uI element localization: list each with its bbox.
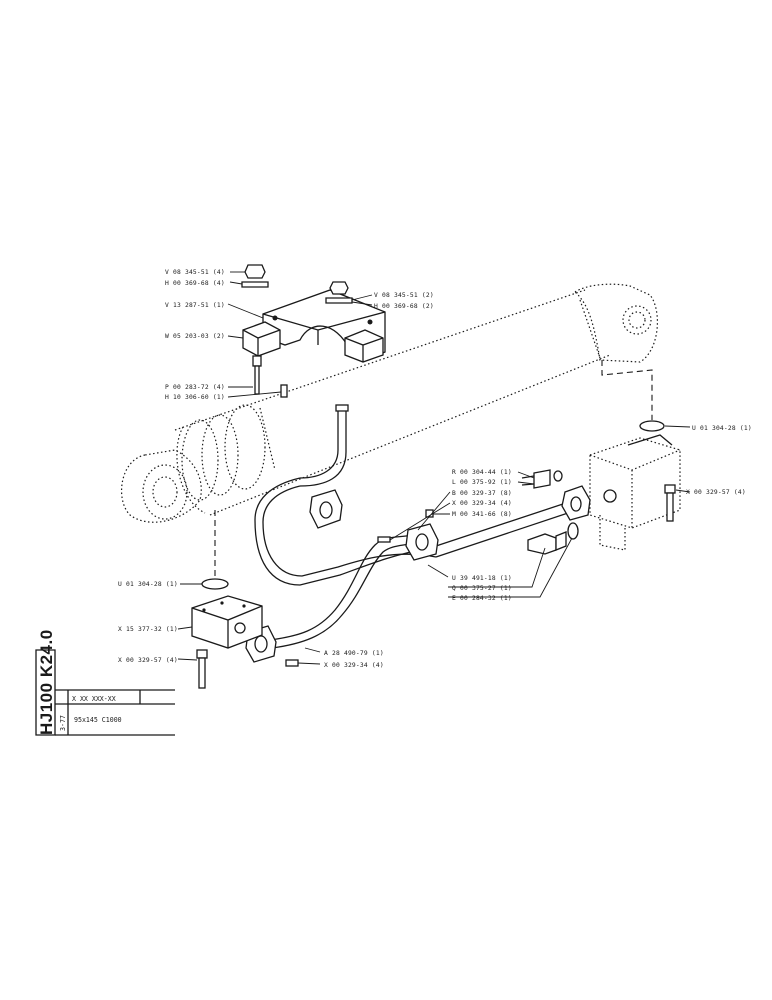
clamp-assembly	[241, 264, 386, 398]
label-v08345-51-right: V 08 345-51 (2)	[374, 292, 434, 299]
label-v13287-51: V 13 287-51 (1)	[165, 302, 225, 309]
valve-block-left	[191, 595, 263, 649]
cylinder-size: 95x145 C1000	[74, 716, 122, 724]
label-h00369-68-top: H 00 369-68 (4)	[165, 280, 225, 287]
label-h00369-68-right: H 00 369-68 (2)	[374, 303, 434, 310]
o-ring-left	[201, 578, 229, 590]
label-x00329-57-left: X 00 329-57 (4)	[118, 657, 178, 664]
label-h10306-60: H 10 306-60 (1)	[165, 394, 225, 401]
label-l00375-92: L 00 375-92 (1)	[452, 479, 512, 486]
label-a28490-79: A 28 490-79 (1)	[324, 650, 384, 657]
label-q00375-27: Q 00 375-27 (1)	[452, 585, 512, 592]
bolt-left	[196, 649, 208, 689]
label-x00329-34-mid: X 00 329-34 (4)	[452, 500, 512, 507]
label-x15377-32: X 15 377-32 (1)	[118, 626, 178, 633]
model-title: HJ100 K24.0	[37, 629, 56, 735]
fitting-lower	[527, 522, 579, 555]
label-x00329-34-bottom: X 00 329-34 (4)	[324, 662, 384, 669]
cylinder-body	[121, 283, 659, 523]
label-e00284-32: E 00 284-32 (1)	[452, 595, 512, 602]
tube-a28	[269, 534, 415, 649]
vertical-tube	[299, 410, 339, 479]
code-pattern: X XX XXX-XX	[72, 695, 116, 703]
centerline-right	[601, 360, 653, 420]
tube-u39	[254, 477, 581, 586]
date-code: 3-77	[59, 715, 67, 731]
label-u39491-18: U 39 491-18 (1)	[452, 575, 512, 582]
label-u01304-28-left: U 01 304-28 (1)	[118, 581, 178, 588]
leader-lines	[177, 271, 691, 665]
label-p00283-72: P 00 283-72 (4)	[165, 384, 225, 391]
tube-fitting-top	[335, 404, 349, 412]
valve-block-right	[589, 434, 681, 551]
label-b00329-37: B 00 329-37 (8)	[452, 490, 512, 497]
bolt-right	[664, 484, 676, 522]
o-ring-right	[639, 420, 665, 432]
flange-upper-left	[309, 489, 343, 529]
flange-right	[561, 485, 591, 521]
label-x00329-57-right: X 00 329-57 (4)	[686, 489, 746, 496]
label-m00341-66: M 00 341-66 (8)	[452, 511, 512, 518]
label-r00304-44: R 00 304-44 (1)	[452, 469, 512, 476]
label-v08345-51-top: V 08 345-51 (4)	[165, 269, 225, 276]
title-block: HJ100 K24.0 X XX XXX-XX 3-77 95x145 C100…	[35, 629, 175, 736]
label-u01304-28-right: U 01 304-28 (1)	[692, 425, 752, 432]
label-w05203-03: W 05 203-03 (2)	[165, 333, 225, 340]
vertical-tube-outer	[299, 410, 347, 487]
fitting-upper	[521, 469, 563, 489]
flange-middle	[405, 523, 439, 561]
